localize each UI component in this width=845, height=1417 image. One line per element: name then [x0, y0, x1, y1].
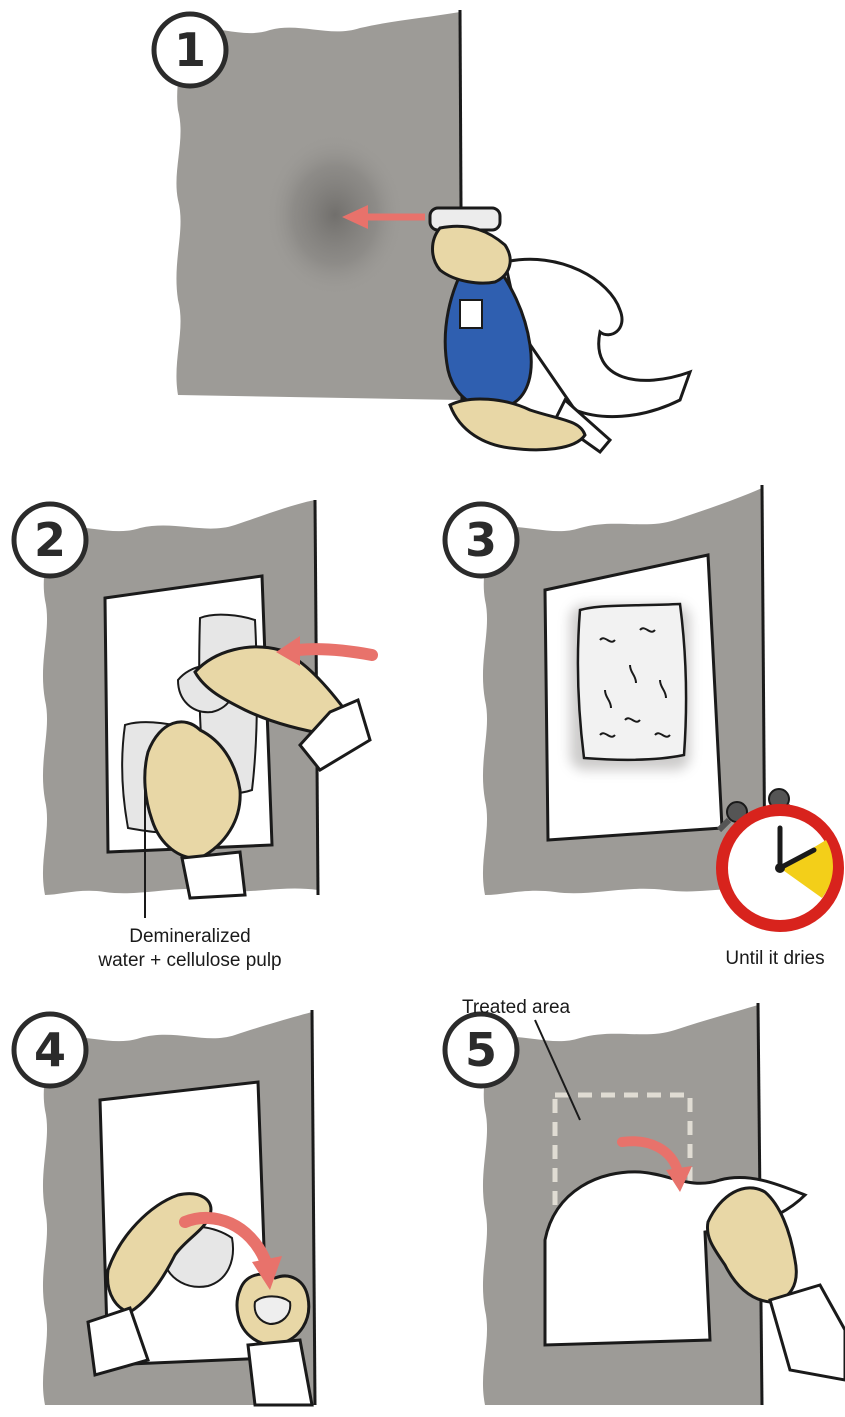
step-number-3: 3	[465, 513, 497, 567]
step-2-caption-line-2: water + cellulose pulp	[40, 949, 340, 973]
step-number-1: 1	[174, 23, 206, 77]
bottle-label	[460, 300, 482, 328]
panel-1: 1	[154, 10, 690, 452]
panel-2: 2	[14, 500, 372, 918]
step-number-5: 5	[465, 1023, 497, 1077]
timer-icon	[719, 789, 838, 926]
panel-4: 4	[14, 1010, 315, 1405]
gloved-hand-upper	[433, 226, 511, 283]
step-2-caption: Demineralized water + cellulose pulp	[40, 925, 340, 973]
step-number-2: 2	[34, 513, 66, 567]
lab-coat-sleeve	[505, 259, 690, 416]
panel-5: 5	[445, 1003, 845, 1405]
step-number-4: 4	[34, 1023, 66, 1077]
lab-coat-cuff	[182, 852, 245, 898]
placement-arrow	[298, 649, 372, 655]
step-2-caption-line-1: Demineralized	[40, 925, 340, 949]
lab-coat-cuff	[248, 1340, 312, 1405]
lab-coat-sleeve	[770, 1285, 845, 1380]
panel-3: 3	[445, 485, 838, 926]
step-3-caption: Until it dries	[705, 947, 845, 971]
step-5-caption: Treated area	[462, 996, 612, 1020]
